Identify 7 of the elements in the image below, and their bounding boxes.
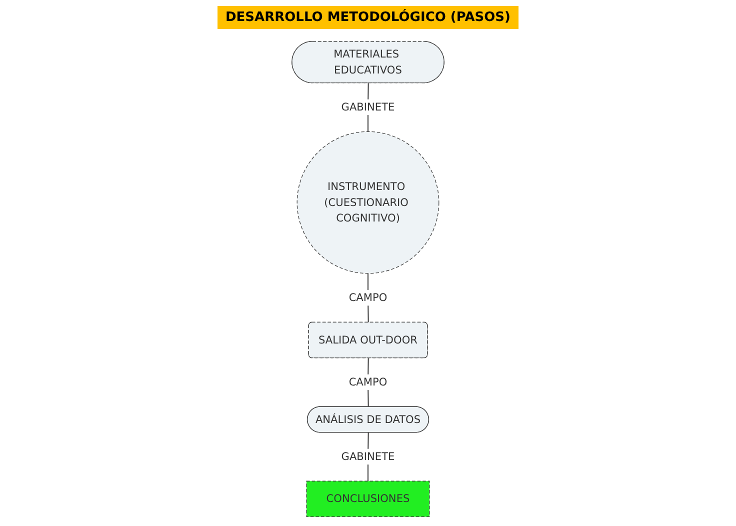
node-circle: INSTRUMENTO (CUESTIONARIO COGNITIVO) <box>296 131 440 274</box>
edge-label: GABINETE <box>341 450 395 463</box>
edge-label: CAMPO <box>348 376 388 388</box>
title: DESARROLLO METODOLÓGICO (PASOS) <box>218 6 518 29</box>
edge-label: CAMPO <box>348 291 388 304</box>
node-box: CONCLUSIONES <box>306 480 430 518</box>
edge-label: GABINETE <box>341 100 395 114</box>
